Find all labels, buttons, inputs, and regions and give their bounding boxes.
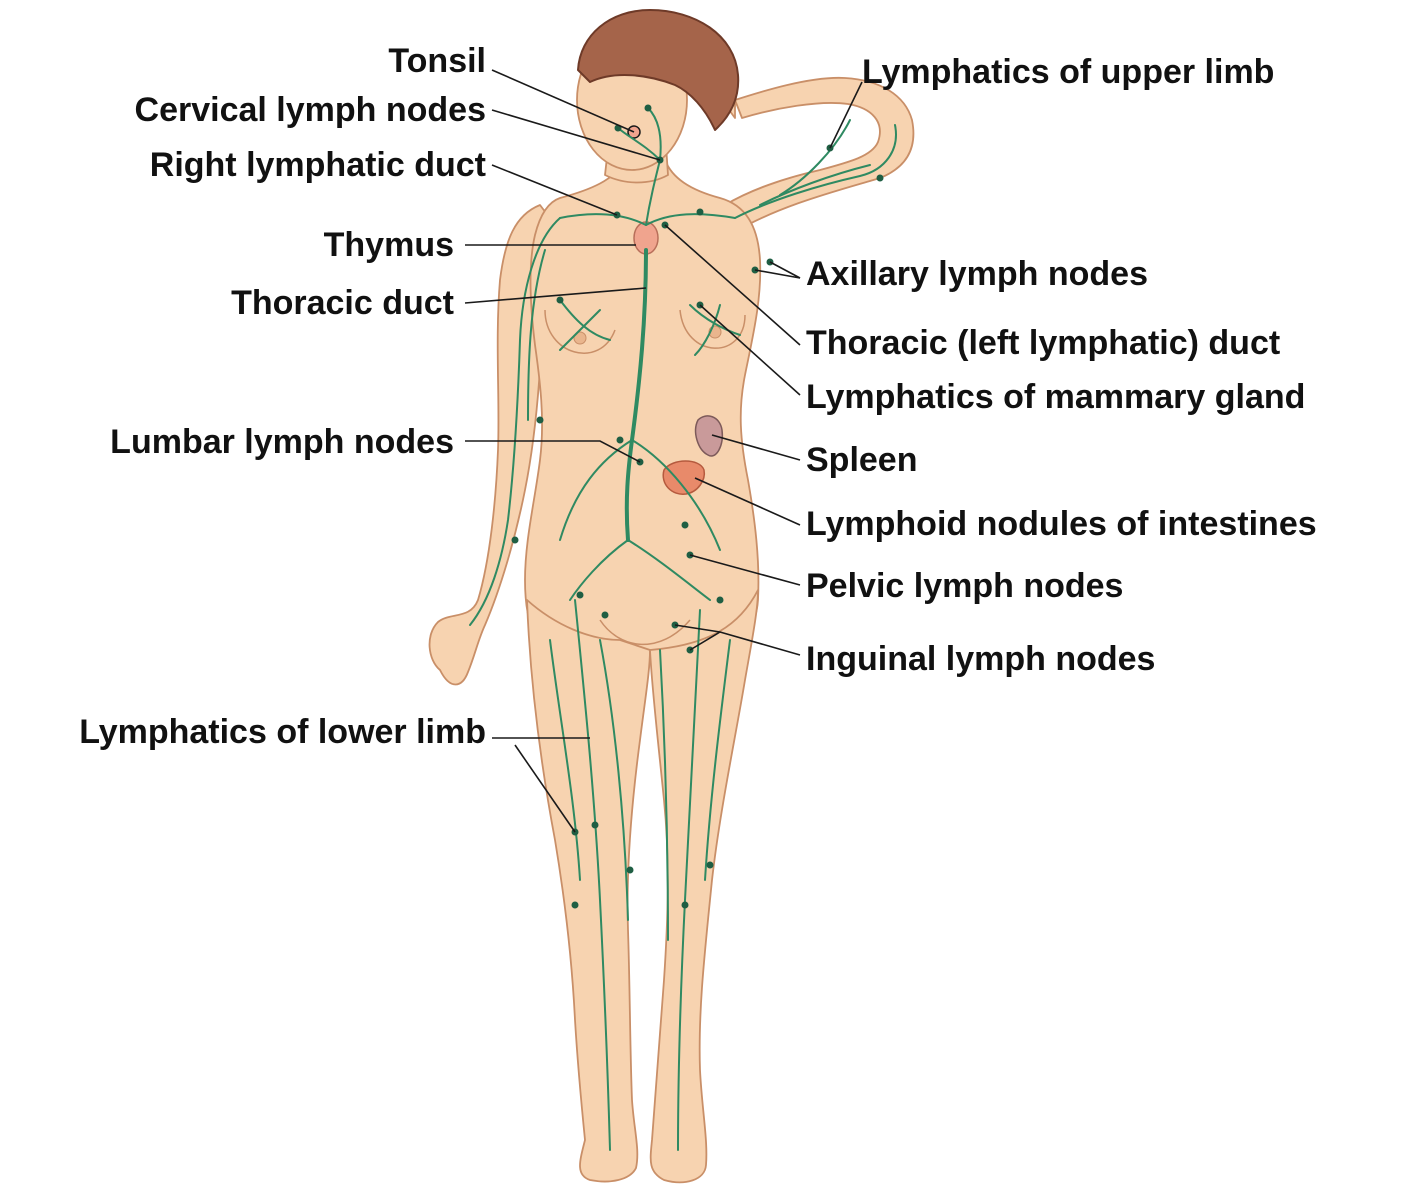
label-inguinal-lymph-nodes: Inguinal lymph nodes bbox=[806, 639, 1155, 679]
label-lumbar-lymph-nodes: Lumbar lymph nodes bbox=[110, 422, 454, 462]
lymph-node bbox=[602, 612, 609, 619]
lymph-node bbox=[697, 209, 704, 216]
label-thoracic-duct: Thoracic duct bbox=[231, 283, 454, 323]
lymph-node bbox=[682, 522, 689, 529]
lymph-node bbox=[877, 175, 884, 182]
label-thoracic-left-lymphatic-duct: Thoracic (left lymphatic) duct bbox=[806, 323, 1280, 363]
lymph-node bbox=[572, 902, 579, 909]
lymph-node bbox=[512, 537, 519, 544]
lymph-node bbox=[682, 902, 689, 909]
lymph-node bbox=[537, 417, 544, 424]
label-lymphatics-of-upper-limb: Lymphatics of upper limb bbox=[862, 52, 1274, 92]
label-right-lymphatic-duct: Right lymphatic duct bbox=[150, 145, 486, 185]
label-lymphatics-of-lower-limb: Lymphatics of lower limb bbox=[79, 712, 486, 752]
label-tonsil: Tonsil bbox=[388, 41, 486, 81]
label-lymphoid-nodules-of-intestines: Lymphoid nodules of intestines bbox=[806, 504, 1317, 544]
lymph-node bbox=[592, 822, 599, 829]
label-axillary-lymph-nodes: Axillary lymph nodes bbox=[806, 254, 1148, 294]
label-lymphatics-of-mammary-gland: Lymphatics of mammary gland bbox=[806, 377, 1305, 417]
lymph-node bbox=[717, 597, 724, 604]
lymph-node bbox=[577, 592, 584, 599]
left-leg bbox=[650, 590, 758, 1182]
lymph-node bbox=[627, 867, 634, 874]
label-cervical-lymph-nodes: Cervical lymph nodes bbox=[135, 90, 486, 130]
lymph-node bbox=[645, 105, 652, 112]
right-leg bbox=[527, 600, 650, 1182]
label-thymus: Thymus bbox=[324, 225, 454, 265]
lymph-node bbox=[557, 297, 564, 304]
label-pelvic-lymph-nodes: Pelvic lymph nodes bbox=[806, 566, 1123, 606]
lymph-node bbox=[707, 862, 714, 869]
label-spleen: Spleen bbox=[806, 440, 917, 480]
lymph-node bbox=[617, 437, 624, 444]
